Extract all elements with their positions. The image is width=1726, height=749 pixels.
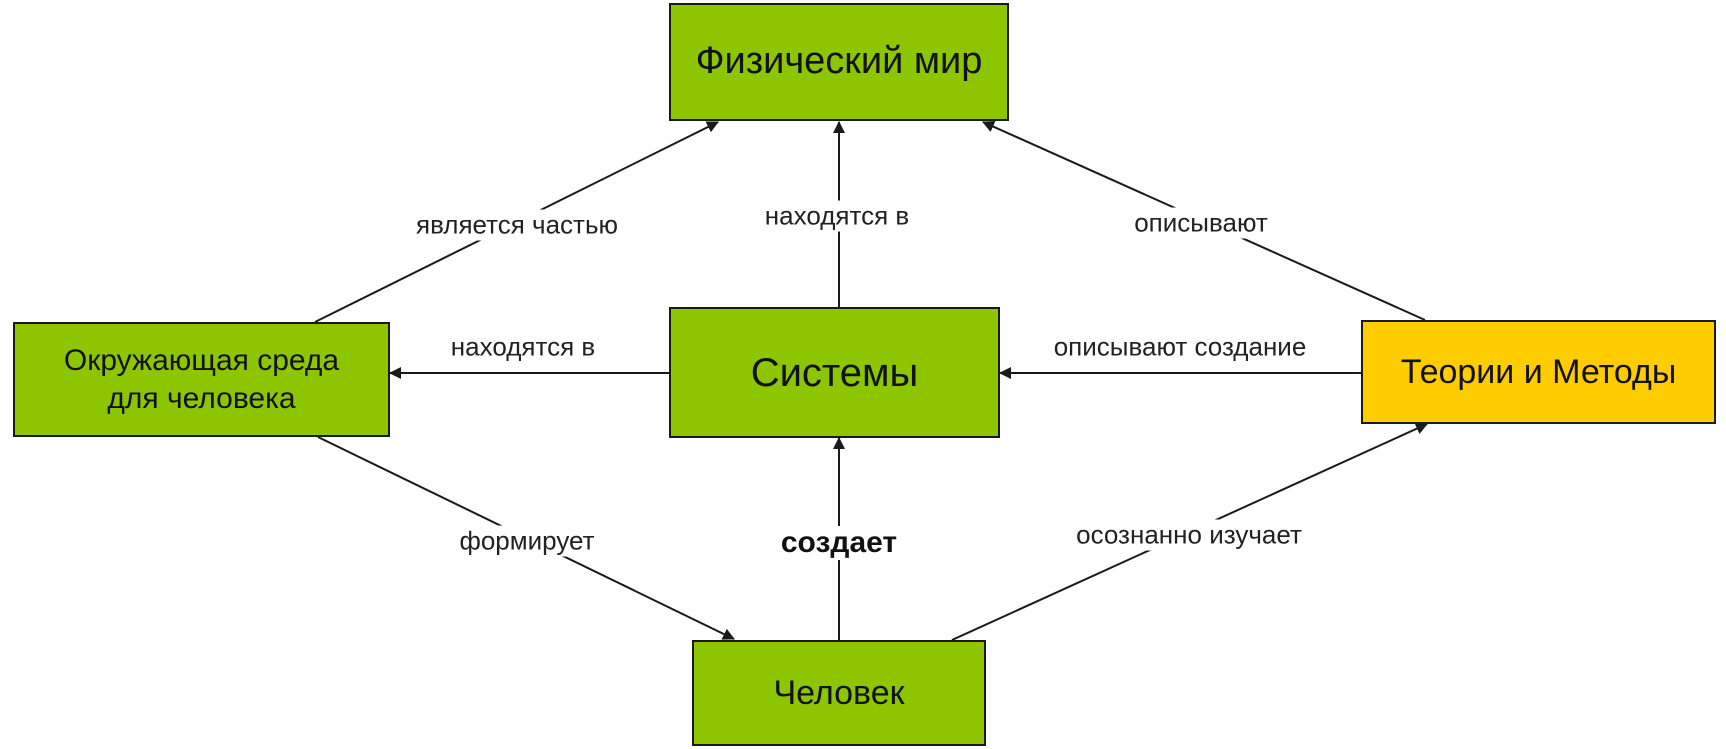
node-theories: Теории и Методы bbox=[1361, 320, 1716, 424]
node-physical-world: Физический мир bbox=[669, 3, 1009, 121]
node-systems: Системы bbox=[669, 307, 1000, 438]
node-systems-label: Системы bbox=[750, 350, 919, 395]
node-theories-label: Теории и Методы bbox=[1400, 352, 1677, 391]
node-human: Человек bbox=[692, 640, 986, 746]
edge-label-human-studies-theories: осознанно изучает bbox=[1072, 519, 1306, 551]
edge-label-systems-in-world: находятся в bbox=[760, 200, 914, 232]
node-human-label: Человек bbox=[773, 673, 905, 712]
node-environment: Окружающая среда для человека bbox=[13, 322, 390, 437]
node-environment-label: Окружающая среда для человека bbox=[63, 344, 340, 415]
edge-label-systems-in-env: находятся в bbox=[446, 331, 600, 363]
edge-label-theories-describe-creation: описывают создание bbox=[1049, 331, 1311, 363]
edge-label-human-creates-systems: создает bbox=[776, 526, 902, 560]
edge-label-theories-describe-world: описывают bbox=[1130, 207, 1272, 239]
edge-label-env-part-of-world: является частью bbox=[411, 209, 623, 241]
node-physical-world-label: Физический мир bbox=[695, 40, 983, 83]
edge-label-env-forms-human: формирует bbox=[455, 525, 599, 557]
